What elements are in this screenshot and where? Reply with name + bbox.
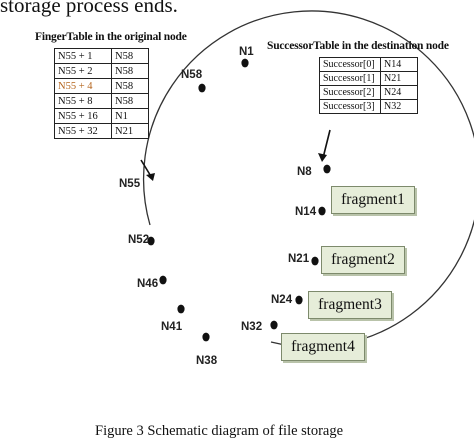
node-label-n14: N14 [295, 206, 317, 218]
node-label-n46: N46 [137, 278, 158, 290]
node-dot-n8 [323, 164, 331, 174]
node-dot-n52 [147, 236, 155, 246]
node-dot-n41 [177, 304, 185, 314]
successor-table-value: N32 [380, 99, 418, 114]
successor-table-value: N14 [380, 57, 418, 72]
node-dot-n38 [202, 332, 210, 342]
finger-table-value: N1 [111, 108, 149, 124]
node-dot-n14 [318, 206, 326, 216]
figure-caption: Figure 3 Schematic diagram of file stora… [95, 423, 344, 439]
node-label-n38: N38 [196, 355, 218, 367]
successor-table-arrow [322, 129, 331, 159]
fragment-box-4: fragment4 [281, 333, 365, 361]
node-dot-n32 [270, 320, 278, 330]
finger-table-key: N55 + 32 [54, 123, 112, 139]
finger-table-key: N55 + 4 [54, 78, 112, 94]
successor-table-value: N24 [380, 85, 418, 100]
finger-table-key: N55 + 1 [54, 48, 112, 64]
successor-table-key: Successor[2] [319, 85, 381, 100]
fragment-box-1: fragment1 [331, 186, 415, 214]
ring-arc [142, 10, 474, 348]
successor-table-title: SuccessorTable in the destination node [267, 40, 449, 52]
successor-table-row: Successor[1]N21 [319, 71, 418, 86]
node-label-n8: N8 [297, 166, 312, 178]
node-dot-n24 [295, 295, 303, 305]
node-label-n24: N24 [271, 294, 293, 306]
finger-table-value: N21 [111, 123, 149, 139]
fragment-box-2: fragment2 [321, 246, 405, 274]
node-label-n41: N41 [161, 321, 183, 333]
successor-table-row: Successor[2]N24 [319, 85, 418, 100]
finger-table-value: N58 [111, 93, 149, 109]
node-dot-n46 [159, 275, 167, 285]
successor-table-row: Successor[3]N32 [319, 99, 418, 114]
finger-table-value: N58 [111, 63, 149, 79]
finger-table-title: FingerTable in the original node [35, 31, 187, 43]
finger-table-key: N55 + 16 [54, 108, 112, 124]
finger-table-value: N58 [111, 48, 149, 64]
successor-table-key: Successor[0] [319, 57, 381, 72]
finger-table-key: N55 + 8 [54, 93, 112, 109]
node-dot-n21 [311, 256, 319, 266]
node-label-n52: N52 [128, 234, 149, 246]
successor-table-row: Successor[0]N14 [319, 57, 418, 72]
successor-table-arrowhead [318, 153, 327, 162]
finger-table-value: N58 [111, 78, 149, 94]
top-text: storage process ends. [0, 0, 178, 17]
successor-table-value: N21 [380, 71, 418, 86]
node-label-n32: N32 [241, 321, 262, 333]
node-dot-n1 [241, 58, 249, 68]
node-label-n1: N1 [239, 46, 254, 58]
node-dot-n58 [198, 83, 206, 93]
successor-table-key: Successor[3] [319, 99, 381, 114]
node-label-n55: N55 [119, 178, 141, 190]
finger-table-arrowhead [146, 173, 155, 181]
successor-table-key: Successor[1] [319, 71, 381, 86]
finger-table-key: N55 + 2 [54, 63, 112, 79]
node-label-n21: N21 [288, 253, 310, 265]
node-label-n58: N58 [181, 69, 203, 81]
fragment-box-3: fragment3 [308, 291, 392, 319]
